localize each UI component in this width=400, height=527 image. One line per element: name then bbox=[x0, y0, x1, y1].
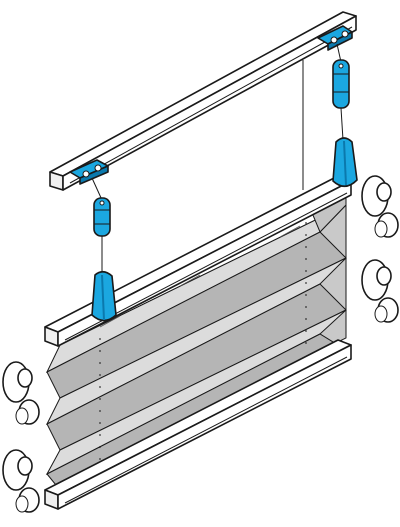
middle-rail bbox=[44, 175, 352, 347]
cord-handle-left bbox=[91, 270, 117, 322]
suction-mount-right-upper bbox=[361, 175, 399, 238]
top-clip-left bbox=[69, 159, 109, 185]
suction-mount-right-lower bbox=[361, 259, 399, 323]
tension-weight-left bbox=[93, 197, 111, 237]
top-clip-right bbox=[317, 25, 353, 51]
bottom-rail bbox=[44, 339, 352, 510]
suction-mount-left-lower bbox=[2, 449, 40, 513]
top-rail bbox=[49, 11, 357, 191]
suction-mount-left-upper bbox=[2, 361, 40, 425]
cord-handle-right bbox=[332, 137, 358, 188]
pleated-fabric bbox=[45, 189, 348, 491]
fabric-pleat-lines bbox=[99, 225, 301, 328]
tension-weight-right bbox=[332, 59, 350, 109]
cords bbox=[91, 43, 344, 478]
